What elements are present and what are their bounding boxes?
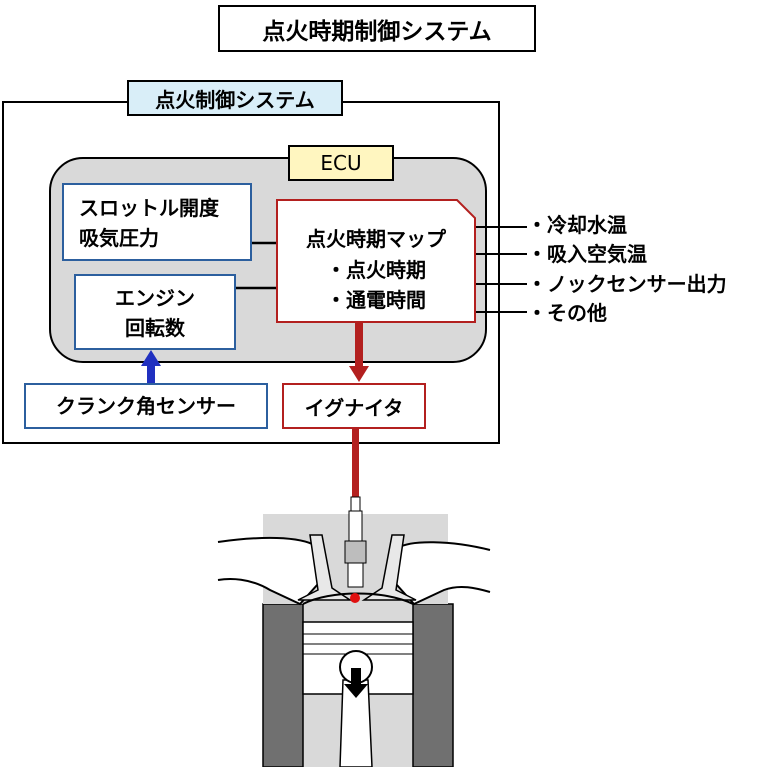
map-box-shape: [276, 199, 476, 323]
intake-valve: [297, 534, 353, 601]
piston-arrow-shaft: [351, 668, 361, 684]
diagram-title: 点火時期制御システム: [218, 5, 536, 52]
map-item-dwell: ・通電時間: [326, 288, 426, 312]
engine-speed-box: エンジン 回転数: [74, 274, 236, 350]
engine-label: エンジン: [115, 286, 195, 310]
spark: [350, 593, 360, 603]
crank-angle-sensor-box: クランク角センサー: [24, 383, 268, 429]
input-other: ・その他: [527, 301, 607, 325]
plug-hex: [344, 540, 367, 564]
cylinder-wall-left: [262, 603, 304, 767]
cylinder-wall-right: [412, 603, 454, 767]
ignition-wire: [352, 429, 359, 497]
plug-thread: [347, 562, 364, 588]
engine-cylinder-illustration: [217, 496, 491, 767]
plug-insulator: [348, 510, 363, 542]
ignition-timing-map: 点火時期マップ ・点火時期 ・通電時間: [277, 200, 475, 322]
plug-terminal: [350, 496, 361, 512]
throttle-intake-box: スロットル開度 吸気圧力: [62, 183, 252, 261]
input-coolant-temp: ・冷却水温: [527, 213, 627, 237]
map-arrow-shaft: [355, 322, 363, 370]
chamber-roof: [302, 592, 414, 605]
exhaust-valve: [361, 534, 417, 601]
ignition-control-system-label: 点火制御システム: [127, 80, 343, 116]
igniter-box: イグナイタ: [282, 383, 426, 429]
input-intake-air-temp: ・吸入空気温: [527, 242, 647, 266]
crank-arrow-head: [141, 350, 161, 366]
intake-pressure-label: 吸気圧力: [79, 226, 159, 250]
piston-arrow-head: [344, 684, 368, 698]
map-title: 点火時期マップ: [306, 227, 446, 251]
ecu-label: ECU: [288, 145, 394, 181]
speed-label: 回転数: [125, 316, 185, 340]
throttle-label: スロットル開度: [79, 196, 219, 220]
crank-arrow-shaft: [147, 366, 155, 383]
map-item-timing: ・点火時期: [326, 258, 426, 282]
map-arrow-head: [349, 366, 369, 382]
input-knock-sensor: ・ノックセンサー出力: [527, 272, 727, 296]
